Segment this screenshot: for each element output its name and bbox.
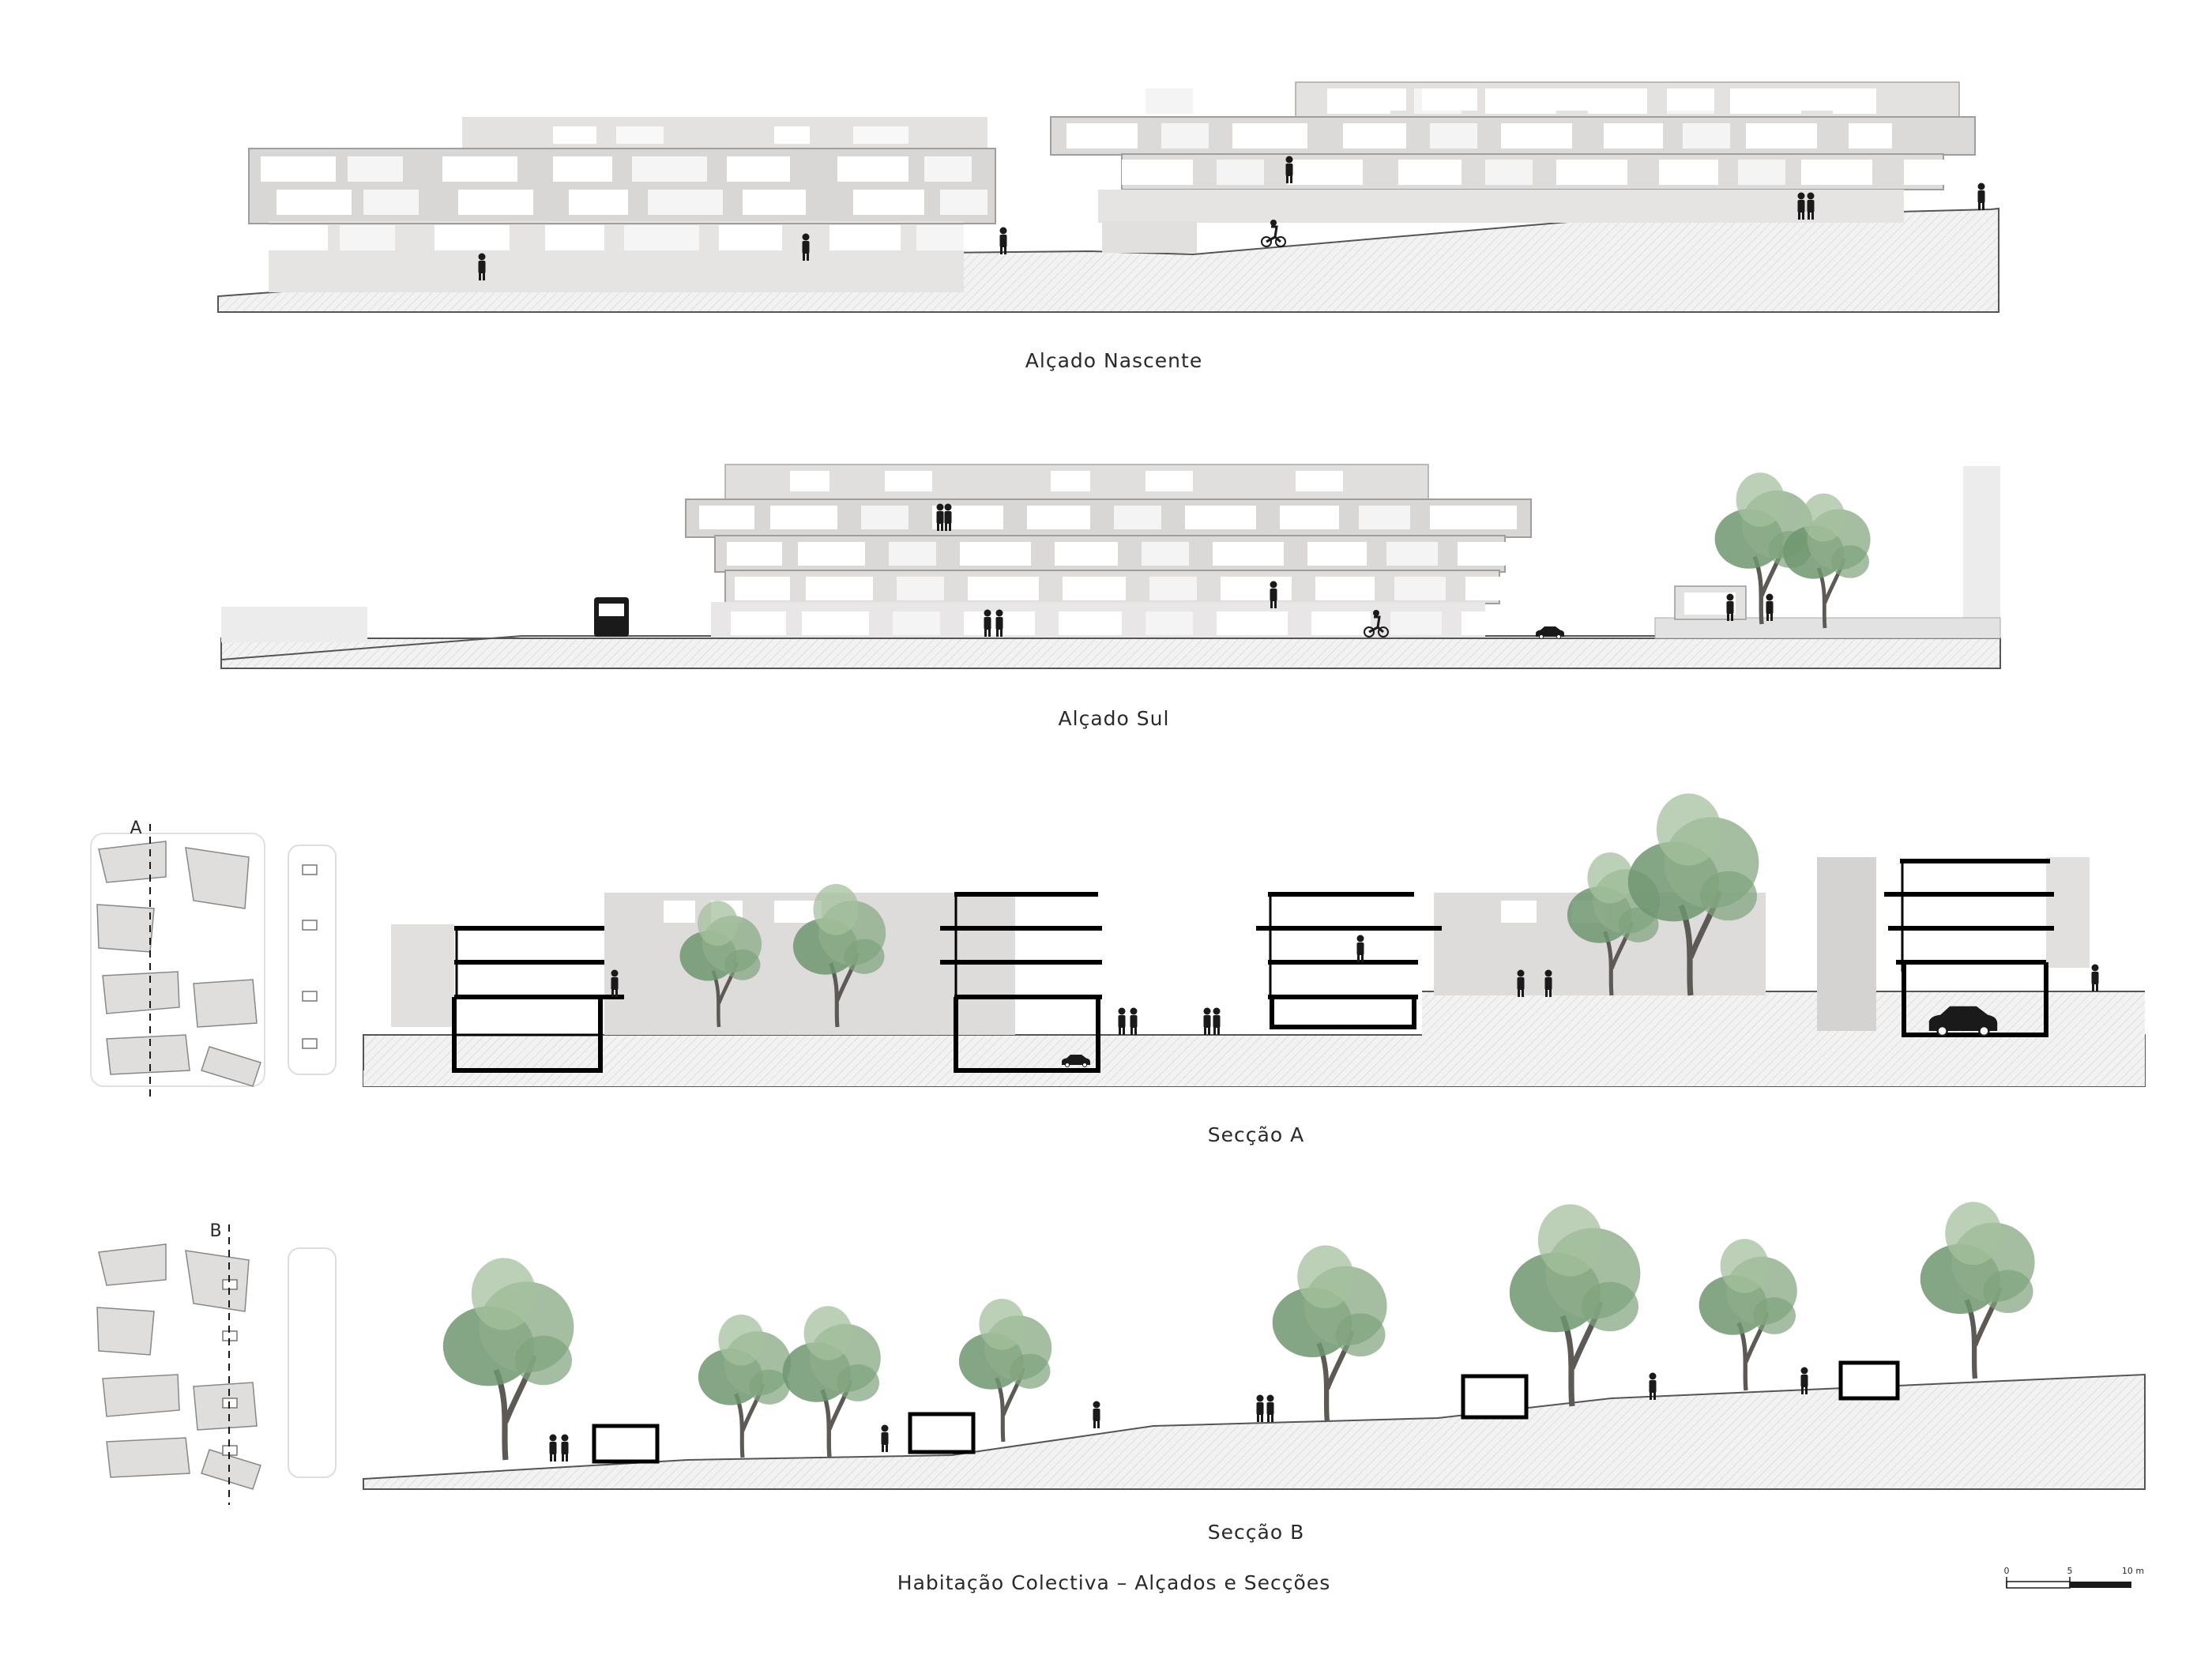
key-letter-b: B xyxy=(209,1221,221,1241)
window-row xyxy=(261,156,972,182)
window-row xyxy=(699,506,1517,529)
terrain-seccao-b xyxy=(363,1373,2146,1490)
alcado-sul: Alçado Sul xyxy=(220,464,2001,730)
background-elevations-a xyxy=(391,857,2090,1035)
scale-label-0: 0 xyxy=(2004,1566,2010,1576)
seccao-a: A xyxy=(90,793,2146,1146)
terrain-sul xyxy=(220,638,2001,669)
building-block-east xyxy=(1050,81,1976,253)
building-block-west xyxy=(248,117,996,292)
caption-seccao-a: Secção A xyxy=(1208,1123,1304,1146)
building-sul xyxy=(685,464,1552,638)
caption-seccao-b: Secção B xyxy=(1208,1521,1304,1544)
seccao-b: B Secção B xyxy=(96,1202,2146,1544)
key-plan-a: A xyxy=(90,818,337,1102)
key-plan-b: B xyxy=(96,1221,337,1505)
section-cut-buildings-a xyxy=(452,859,2054,1073)
caption-alcado-nascente: Alçado Nascente xyxy=(1025,349,1202,372)
scale-bar: 0 5 10 m xyxy=(2004,1566,2144,1589)
window-row xyxy=(1066,123,1892,149)
key-letter-a: A xyxy=(130,818,141,838)
vehicles-sul xyxy=(594,597,1565,639)
pavilions-b xyxy=(592,1360,1900,1464)
scale-label-10: 10 m xyxy=(2122,1566,2144,1576)
caption-alcado-sul: Alçado Sul xyxy=(1059,707,1170,730)
scale-label-5: 5 xyxy=(2067,1566,2073,1576)
sheet-title: Habitação Colectiva – Alçados e Secções xyxy=(897,1571,1330,1594)
alcado-nascente: Alçado Nascente xyxy=(217,81,1999,372)
